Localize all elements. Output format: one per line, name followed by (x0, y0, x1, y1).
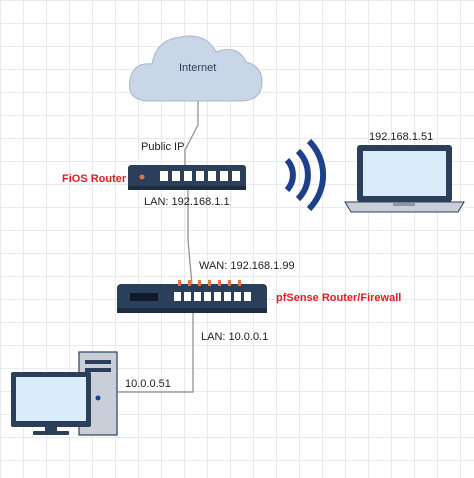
wire-pfsense-to-desktop (118, 312, 194, 393)
wire-internet-to-fios (184, 98, 199, 165)
laptop-ip-label: 192.168.1.51 (369, 131, 434, 143)
internet-cloud-icon (128, 35, 263, 102)
desktop-monitor-icon (11, 372, 91, 435)
laptop-icon (344, 145, 465, 213)
wire-fios-to-pfsense (187, 190, 193, 286)
pfsense-lan-label: LAN: 10.0.0.1 (201, 331, 269, 343)
fios-router-label: FiOS Router (62, 173, 127, 185)
desktop-ip-label: 10.0.0.51 (125, 378, 171, 390)
pfsense-router-label: pfSense Router/Firewall (276, 292, 402, 304)
wires (118, 98, 199, 393)
public-ip-label: Public IP (141, 141, 185, 153)
pfsense-wan-label: WAN: 192.168.1.99 (199, 260, 295, 272)
fios-lan-label: LAN: 192.168.1.1 (144, 196, 230, 208)
fios-router-icon (128, 165, 246, 190)
pfsense-router-icon (117, 280, 267, 313)
wifi-icon (284, 138, 327, 212)
internet-label: Internet (179, 62, 217, 74)
